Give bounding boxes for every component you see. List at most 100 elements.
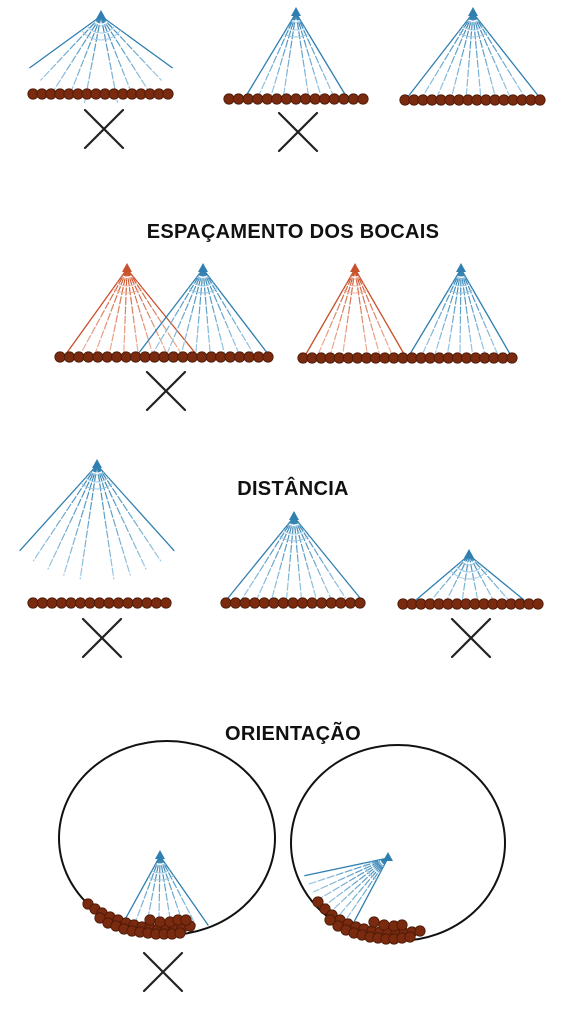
part-bead [258, 597, 270, 609]
spray-ray [79, 268, 128, 355]
cross-icon [81, 617, 123, 659]
distance-row [19, 459, 544, 659]
spray-fan [121, 850, 209, 926]
spray-ray [68, 15, 102, 99]
part-bead [506, 352, 518, 364]
spray-ray [121, 855, 161, 926]
spray-ray [96, 464, 175, 552]
part-bead [180, 914, 192, 926]
nozzle-icon [464, 549, 474, 558]
spray-ray [29, 15, 102, 69]
spray-arc [466, 20, 480, 24]
spray-arc [81, 29, 121, 41]
part-bead [141, 597, 153, 609]
spray-ray [312, 857, 389, 893]
part-bead [139, 351, 151, 363]
nozzle-icon [96, 10, 106, 19]
spray-arc [286, 27, 306, 31]
spray-ray [53, 15, 102, 91]
part-bead [328, 93, 340, 105]
part-bead [160, 597, 172, 609]
part-row [27, 88, 174, 100]
part-bead [312, 896, 324, 908]
spray-ray [461, 554, 470, 601]
part-bead [101, 351, 113, 363]
part-row [27, 597, 172, 609]
spray-ray [245, 12, 297, 97]
spray-ray [446, 268, 462, 355]
spray-arc [370, 861, 381, 874]
spray-ray [79, 464, 98, 580]
spray-ray [126, 268, 139, 355]
part-bead [148, 351, 161, 363]
spray-ray [459, 268, 462, 355]
spray-ray [159, 855, 209, 926]
spray-arc [349, 277, 361, 280]
part-bead [55, 597, 68, 609]
spray-ray [406, 12, 474, 99]
part-bead [122, 597, 134, 609]
spray-arc [346, 283, 364, 287]
spray-ray [434, 268, 462, 355]
spray-ray [202, 268, 269, 355]
part-bead [316, 597, 328, 609]
spray-ray [293, 516, 317, 599]
spray-ray [317, 268, 356, 355]
part-bead [93, 597, 106, 609]
spray-arc [148, 875, 174, 881]
part-bead [280, 93, 293, 105]
spray-ray [271, 516, 295, 599]
orientation-title: ORIENTAÇÃO [225, 722, 361, 745]
cross-stroke [81, 617, 123, 659]
spray-ray [19, 464, 98, 552]
part-bead [252, 93, 264, 105]
part-bead [82, 351, 94, 363]
spray-ray [472, 12, 541, 99]
spray-ray [47, 464, 98, 570]
part-bead [229, 597, 242, 609]
spray-ray [460, 268, 486, 355]
part-bead [287, 597, 299, 609]
spray-ray [158, 855, 161, 926]
part-bead [262, 351, 274, 363]
spray-ray [166, 268, 204, 355]
spray-ray [100, 15, 134, 99]
spray-ray [100, 15, 119, 104]
part-bead [261, 93, 273, 105]
part-bead [347, 93, 360, 105]
spray-ray [460, 268, 474, 355]
part-bead [357, 93, 369, 105]
nozzle-icon [468, 7, 478, 16]
spray-arc [85, 477, 109, 483]
spray-ray [63, 464, 98, 576]
spray-ray [256, 516, 295, 599]
spray-ray [293, 516, 302, 599]
spray-arc [86, 25, 116, 34]
spray-ray [242, 516, 295, 599]
spray-ray [342, 268, 356, 355]
part-bead [154, 916, 166, 928]
cross-stroke [277, 111, 319, 153]
spray-ray [415, 554, 470, 601]
part-bead [130, 351, 142, 363]
part-bead [205, 351, 217, 363]
part-bead [277, 597, 290, 609]
part-bead [532, 598, 544, 610]
part-bead [243, 351, 255, 363]
part-row [223, 93, 369, 105]
spray-ray [293, 516, 346, 599]
part-bead [354, 597, 366, 609]
nozzle-icon [350, 263, 360, 272]
spray-ray [435, 12, 474, 99]
spray-ray [421, 12, 474, 99]
part-bead [84, 597, 96, 609]
spray-ray [409, 268, 462, 355]
cross-icon [450, 617, 492, 659]
part-bead [158, 351, 170, 363]
spray-ray [202, 268, 226, 355]
nozzle-icon [155, 850, 165, 859]
part-bead [368, 916, 380, 928]
part-bead [296, 597, 309, 609]
part-bead [378, 919, 390, 931]
part-bead [299, 93, 312, 105]
